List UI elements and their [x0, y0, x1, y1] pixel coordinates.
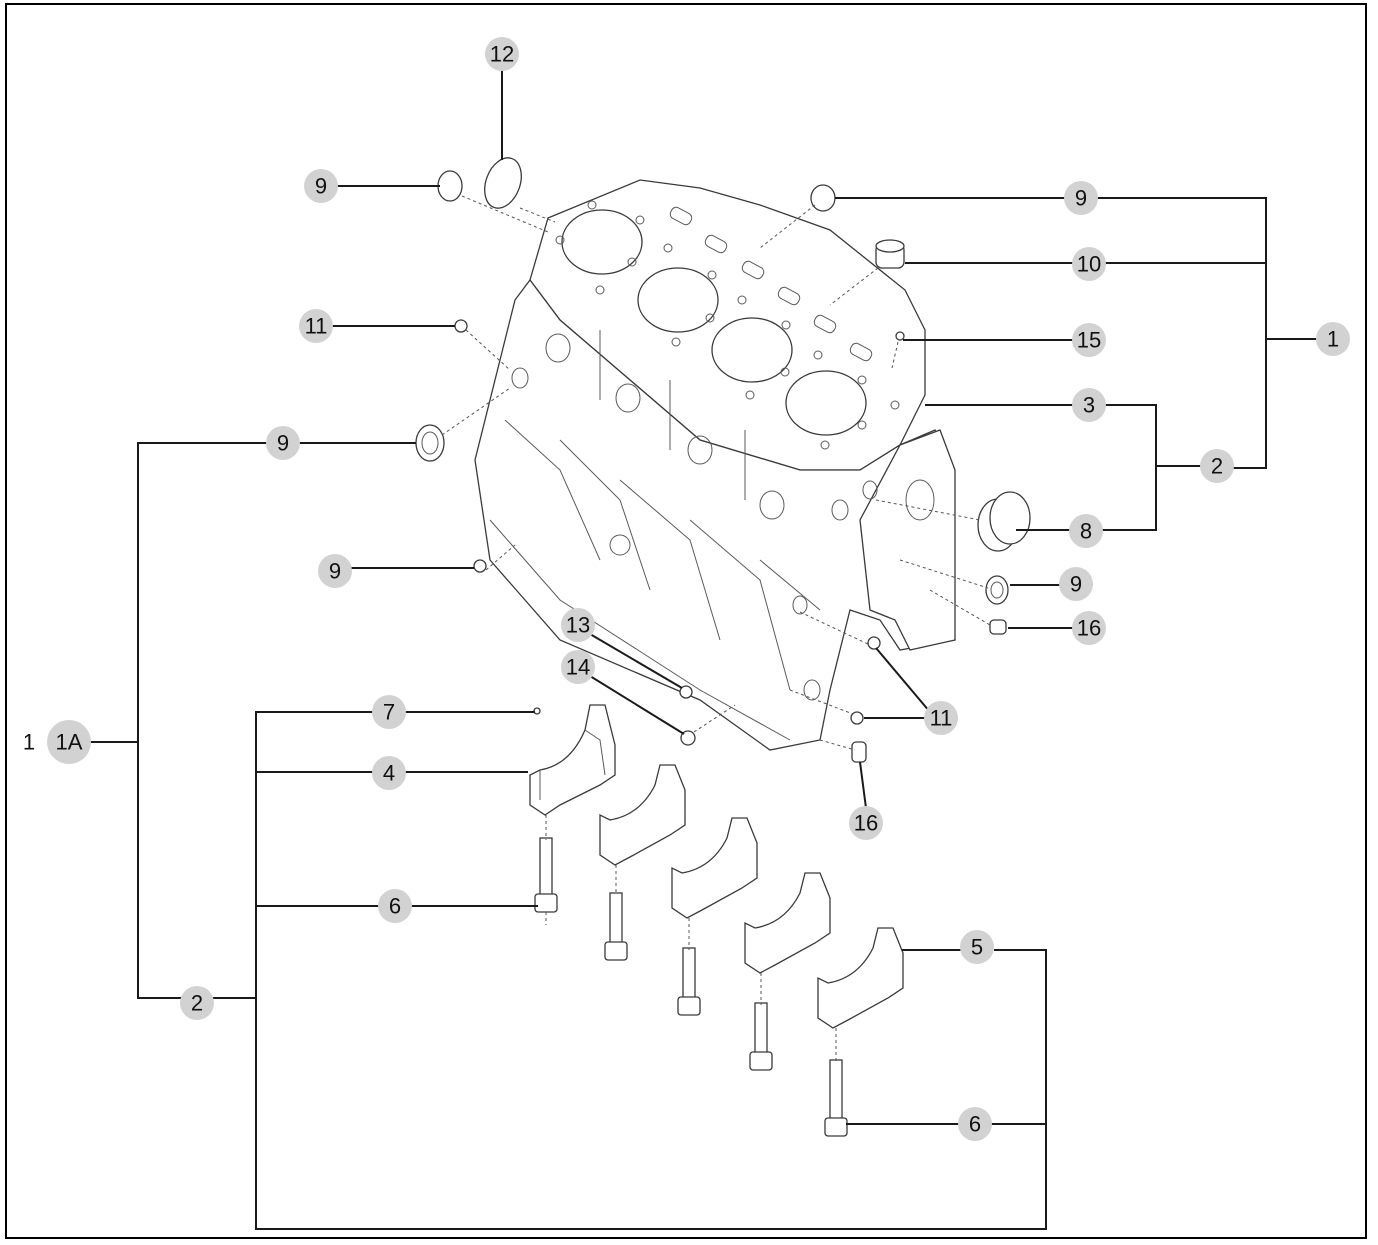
gasket-12 — [484, 157, 522, 209]
callout-label: 6 — [969, 1112, 981, 1137]
callout-13: 13 — [561, 608, 595, 642]
callout-label: 11 — [305, 314, 328, 339]
callout-label: 9 — [1070, 572, 1082, 597]
callout-9-rightmid: 9 — [1059, 567, 1093, 601]
plug-9-topleft — [437, 170, 463, 202]
callout-label: 10 — [1077, 252, 1101, 277]
plug-11-top — [454, 319, 468, 333]
dowel-16-right — [989, 619, 1007, 635]
callout-5: 5 — [960, 930, 994, 964]
callout-label: 5 — [971, 935, 983, 960]
callout-label: 16 — [1077, 616, 1101, 641]
plug-11-a — [867, 636, 881, 650]
dowel-16-lower — [851, 741, 867, 763]
callout-label: 12 — [490, 42, 514, 67]
alignment-lines — [441, 195, 991, 1062]
plug-11-b — [850, 711, 864, 725]
cap-bolts — [534, 837, 848, 1137]
callout-label: 3 — [1083, 393, 1095, 418]
callout-11-lower: 11 — [924, 701, 958, 735]
cylinder-block — [474, 179, 956, 751]
callout-label: 7 — [383, 700, 395, 725]
callout-10: 10 — [1072, 247, 1106, 281]
bearing-caps — [529, 704, 904, 1029]
callout-label: 16 — [854, 811, 878, 836]
callout-label: 9 — [329, 559, 341, 584]
callout-label: 2 — [191, 991, 203, 1016]
callout-7: 7 — [372, 695, 406, 729]
assembly-prefix-label: 1 — [23, 730, 35, 755]
callout-label: 4 — [383, 761, 395, 786]
bushing-8 — [977, 491, 1031, 552]
callout-label: 8 — [1080, 519, 1092, 544]
leader-lines — [90, 66, 1318, 1230]
callout-label: 6 — [389, 894, 401, 919]
callout-label: 9 — [315, 174, 327, 199]
callout-label: 13 — [566, 613, 590, 638]
callout-16-lower: 16 — [849, 806, 883, 840]
seal-9-right — [985, 575, 1009, 605]
seal-9-left — [415, 424, 445, 462]
callout-label: 2 — [1211, 454, 1223, 479]
callout-6-left: 6 — [378, 889, 412, 923]
pin-15 — [895, 331, 905, 341]
callout-1A: 1A — [47, 720, 91, 764]
callout-4: 4 — [372, 756, 406, 790]
callout-8: 8 — [1069, 514, 1103, 548]
callout-16-right: 16 — [1072, 611, 1106, 645]
callout-6-right: 6 — [958, 1107, 992, 1141]
callout-label: 14 — [566, 655, 590, 680]
callout-2-left: 2 — [180, 986, 214, 1020]
callout-9-midleft: 9 — [266, 426, 300, 460]
plug-14 — [680, 730, 696, 746]
callout-11-left: 11 — [299, 309, 333, 343]
plug-13 — [679, 685, 693, 699]
callout-9-lowleft: 9 — [318, 554, 352, 588]
callout-label: 1 — [1327, 327, 1339, 352]
callout-3: 3 — [1072, 388, 1106, 422]
plug-9-low — [473, 559, 487, 573]
callout-15: 15 — [1072, 323, 1106, 357]
callout-label: 9 — [1075, 186, 1087, 211]
plug-9-topright — [810, 184, 836, 212]
callout-1-right: 1 — [1316, 322, 1350, 356]
callout-label: 11 — [930, 706, 953, 731]
cap-10 — [875, 239, 905, 269]
callout-label: 1A — [56, 730, 83, 755]
callout-label: 9 — [277, 431, 289, 456]
callout-14: 14 — [561, 650, 595, 684]
callout-label: 15 — [1077, 328, 1101, 353]
callout-9-topright: 9 — [1064, 181, 1098, 215]
callout-9-topleft: 9 — [304, 169, 338, 203]
callout-2-right: 2 — [1200, 449, 1234, 483]
callout-12-top: 12 — [485, 37, 519, 71]
